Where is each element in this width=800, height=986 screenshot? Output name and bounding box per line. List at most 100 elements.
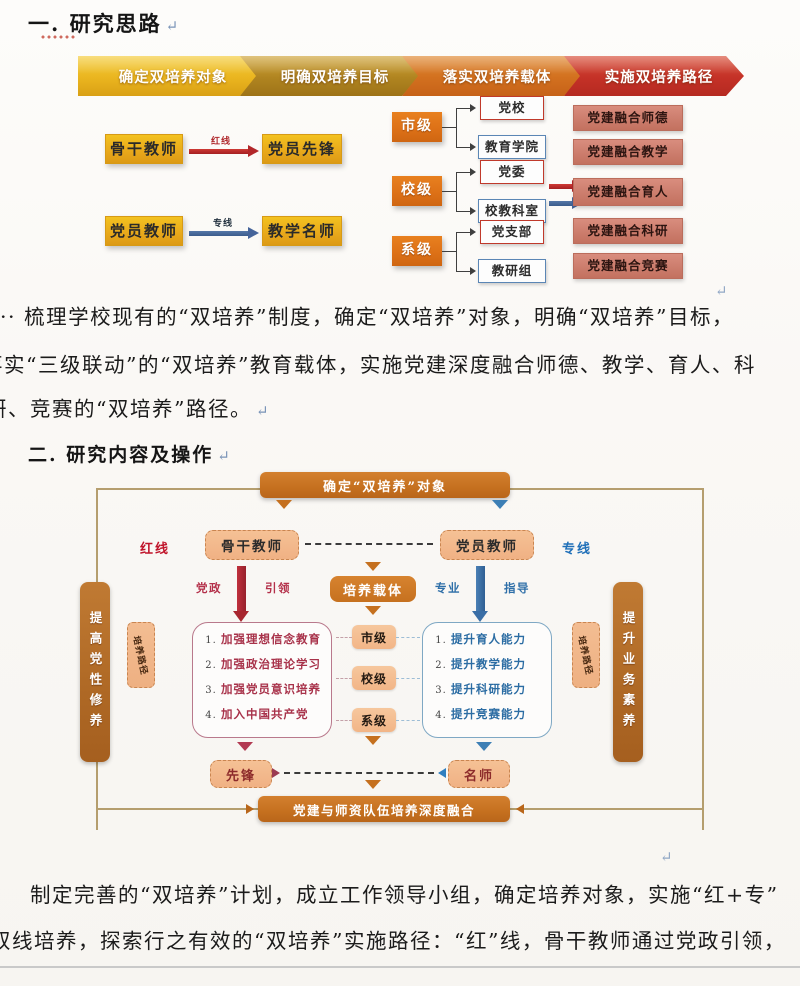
box-training-carrier: 培养载体 — [330, 576, 416, 602]
box-level-department-label: 系级 — [401, 242, 433, 259]
list-item: 提升竞赛能力 — [451, 706, 551, 722]
box-party-teacher: 党员教师 — [105, 216, 183, 246]
connector-dept — [442, 251, 456, 252]
frame-top-left — [96, 488, 262, 490]
arrowhead-city-top-icon — [470, 104, 476, 112]
chevron-step-4: 实施双培养路径 — [564, 56, 744, 96]
list-item: 加强党员意识培养 — [221, 681, 331, 697]
box-fusion-competition: 党建融合竞赛 — [573, 253, 683, 279]
chevron-step-3-label: 落实双培养载体 — [442, 68, 552, 86]
connector-dept-vertical — [456, 232, 457, 271]
box-party-branch: 党支部 — [480, 220, 544, 244]
chevron-step-2: 明确双培养目标 — [240, 56, 420, 96]
chevron-step-2-label: 明确双培养目标 — [280, 68, 390, 86]
pilcrow-mark-2: ↵ — [255, 402, 271, 420]
arrow-label-red-line: 红线 — [211, 134, 231, 147]
triangle-down-carrier-2-icon — [365, 606, 381, 615]
box-education-institute-label: 教育学院 — [484, 139, 539, 155]
box-party-branch-label: 党支部 — [491, 224, 533, 240]
box-party-committee-label: 党委 — [498, 164, 526, 180]
paragraph-3-text: 研、竞赛的“双培养”路径。 — [0, 397, 252, 421]
arrow-label-special-line-text: 专线 — [213, 219, 234, 229]
frame-bottom-left — [96, 808, 260, 810]
connector-school — [442, 191, 456, 192]
box-training-carrier-label: 培养载体 — [342, 583, 403, 599]
box-teaching-research-group-label: 教研组 — [491, 263, 533, 279]
arrowhead-bottom-left-icon — [246, 804, 254, 814]
list-red-line-tasks: 加强理想信念教育 加强政治理论学习 加强党员意识培养 加入中国共产党 — [192, 622, 332, 738]
dashed-level-school-right — [396, 678, 420, 679]
box-education-institute: 教育学院 — [478, 135, 546, 159]
box-party-committee: 党委 — [480, 160, 544, 184]
box-backbone-teacher-label: 骨干教师 — [109, 139, 178, 158]
box-party-teacher-2-label: 党员教师 — [456, 539, 518, 555]
paragraph-3: 研、竞赛的“双培养”路径。↵ — [0, 392, 270, 422]
connector-school-top — [456, 172, 470, 173]
connector-city-vertical — [456, 108, 457, 147]
tag-training-path-right-label: 培养路径 — [575, 634, 594, 676]
connector-school-bottom — [456, 211, 470, 212]
box-fusion-research: 党建融合科研 — [573, 218, 683, 244]
dashed-level-city-right — [396, 637, 420, 638]
frame-bottom-right — [510, 808, 704, 810]
list-item: 提升教学能力 — [451, 656, 551, 672]
triangle-down-levels-icon — [365, 736, 381, 745]
arrow-blue-line — [189, 227, 259, 239]
return-mark-figure2: ↵ — [660, 850, 673, 866]
arrowhead-bottom-right-icon — [516, 804, 524, 814]
paragraph-5: 双线培养，探索行之有效的“双培养”实施路径：“红”线，骨干教师通过党政引领， — [0, 929, 786, 953]
bar-determine-target-label: 确定“双培养”对象 — [323, 479, 447, 495]
chevron-step-1: 确定双培养对象 — [78, 56, 258, 96]
page-bottom-rule — [0, 966, 800, 968]
box-party-pioneer-label: 党员先锋 — [267, 139, 336, 158]
label-red-line-text: 红线 — [140, 542, 171, 557]
triangle-down-master-icon — [476, 742, 492, 751]
bar-determine-target: 确定“双培养”对象 — [260, 472, 510, 498]
arrow-thick-red — [233, 566, 249, 622]
dashed-level-dept-left — [336, 720, 352, 721]
figure-research-approach: 确定双培养对象 明确双培养目标 落实双培养载体 实施双培养路径 骨干教师 党员教… — [0, 50, 800, 290]
triangle-down-left-icon — [276, 500, 292, 509]
box-teaching-research-group: 教研组 — [478, 259, 546, 283]
label-guidance-text: 引领 — [265, 581, 291, 595]
connector-city — [442, 127, 456, 128]
dashed-level-school-left — [336, 678, 352, 679]
connector-city-bottom — [456, 147, 470, 148]
chevron-step-4-label: 实施双培养路径 — [604, 68, 714, 86]
box-backbone-teacher-2: 骨干教师 — [205, 530, 299, 560]
bar-deep-integration: 党建与师资队伍培养深度融合 — [258, 796, 510, 822]
connector-city-top — [456, 108, 470, 109]
box-level-school: 校级 — [392, 176, 442, 206]
connector-school-vertical — [456, 172, 457, 211]
pilcrow-mark-3: ↵ — [217, 447, 232, 465]
chevron-step-3: 落实双培养载体 — [402, 56, 582, 96]
box-level-city-label: 市级 — [401, 118, 433, 135]
box-level-city: 市级 — [392, 112, 442, 142]
box-pioneer: 先锋 — [210, 760, 272, 788]
underline-squiggle-icon — [40, 34, 76, 40]
arrowhead-pioneer-icon — [272, 768, 280, 778]
sidebar-improve-professional: 提升业务素养 — [613, 582, 643, 762]
label-instruct-text: 指导 — [504, 581, 530, 595]
box-backbone-teacher: 骨干教师 — [105, 134, 183, 164]
box-fusion-education-label: 党建融合育人 — [587, 184, 669, 200]
box-fusion-teaching-label: 党建融合教学 — [587, 144, 669, 160]
list-item: 提升育人能力 — [451, 631, 551, 647]
box-level-city-2-label: 市级 — [360, 630, 387, 645]
arrowhead-dept-bottom-icon — [470, 267, 476, 275]
arrowhead-dept-top-icon — [470, 228, 476, 236]
arrowhead-school-bottom-icon — [470, 207, 476, 215]
box-pioneer-label: 先锋 — [225, 768, 256, 784]
dashed-link-results — [284, 772, 434, 774]
section-2-heading-text: 二. 研究内容及操作 — [28, 444, 214, 466]
arrow-red-line — [189, 145, 259, 157]
tag-training-path-left: 培养路径 — [127, 622, 155, 688]
box-level-school-2: 校级 — [352, 666, 396, 690]
label-instruct: 指导 — [504, 580, 530, 596]
box-fusion-ethics-label: 党建融合师德 — [587, 110, 669, 126]
label-party-politics: 党政 — [196, 580, 222, 596]
chevron-step-1-label: 确定双培养对象 — [118, 68, 228, 86]
connector-dept-bottom — [456, 271, 470, 272]
arrow-label-red-line-text: 红线 — [211, 137, 232, 147]
arrow-thick-blue — [472, 566, 488, 622]
